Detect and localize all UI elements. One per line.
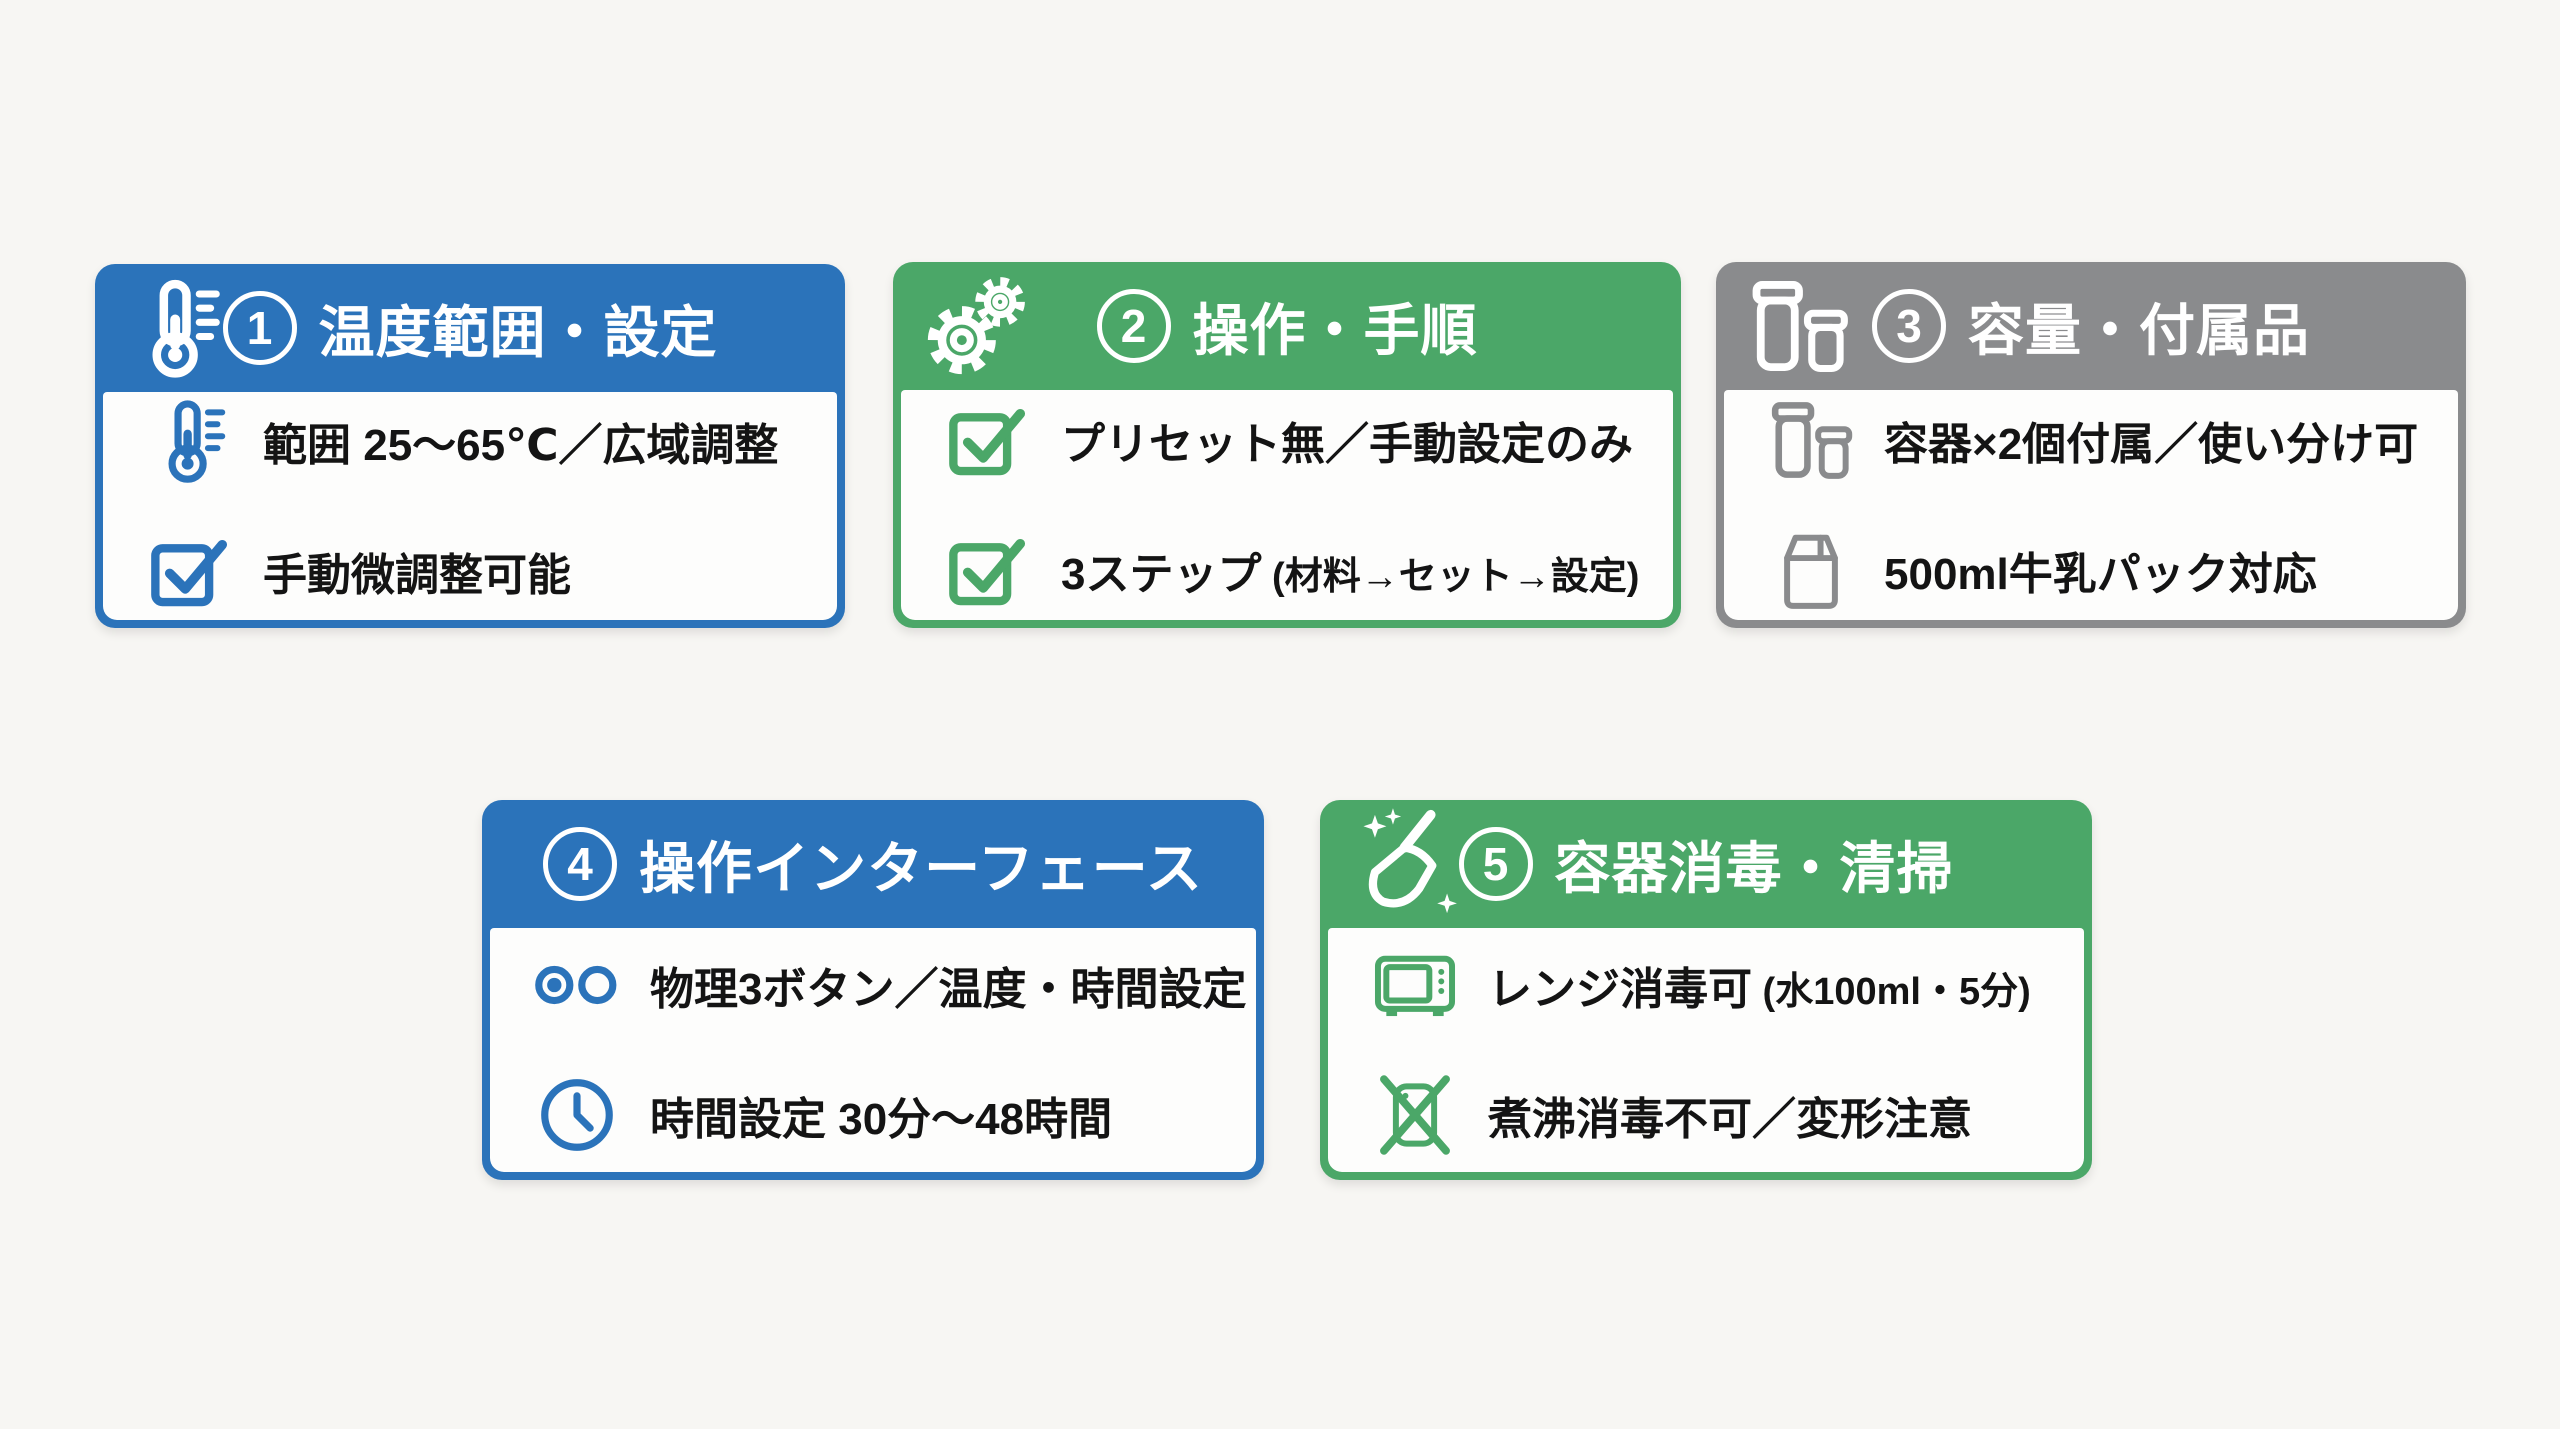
milk-carton-icon — [1768, 527, 1854, 613]
card-sanitize-clean: 5 容器消毒・清掃 レンジ消毒可 (水100ml・5分) — [1320, 800, 2092, 1180]
card-body: レンジ消毒可 (水100ml・5分) 煮沸消毒不可／変形注意 — [1328, 928, 2084, 1172]
thermometer-icon — [147, 398, 233, 484]
card-header: 2 操作・手順 — [893, 262, 1681, 390]
card-title: 温度範囲・設定 — [318, 300, 718, 364]
no-boil-icon — [1372, 1072, 1458, 1158]
feature-row: プリセット無／手動設定のみ — [945, 397, 1673, 483]
feature-text: 範囲 25〜65℃／広域調整 — [263, 421, 779, 470]
feature-text: 3ステップ (材料→セット→設定) — [1061, 550, 1640, 599]
checkbox-icon — [945, 397, 1031, 483]
card-body: プリセット無／手動設定のみ 3ステップ (材料→セット→設定) — [901, 390, 1673, 620]
clock-icon — [534, 1072, 620, 1158]
card-title: 容器消毒・清掃 — [1554, 836, 1954, 900]
feature-text: 時間設定 30分〜48時間 — [650, 1095, 1113, 1144]
number-badge: 4 — [543, 827, 618, 901]
feature-text: 容器×2個付属／使い分け可 — [1884, 420, 2419, 469]
feature-row: 時間設定 30分〜48時間 — [534, 1072, 1256, 1158]
number-badge: 1 — [222, 291, 297, 365]
feature-row: 500ml牛乳パック対応 — [1768, 527, 2458, 613]
feature-row: 範囲 25〜65℃／広域調整 — [147, 398, 837, 484]
feature-text: 物理3ボタン／温度・時間設定 — [650, 965, 1247, 1014]
feature-row: 3ステップ (材料→セット→設定) — [945, 527, 1673, 613]
number-badge: 5 — [1458, 827, 1533, 901]
gears-icon — [925, 275, 1027, 377]
cleaning-brush-icon — [1352, 805, 1470, 923]
feature-text: 500ml牛乳パック対応 — [1884, 550, 2317, 599]
checkbox-icon — [945, 527, 1031, 613]
feature-row: 煮沸消毒不可／変形注意 — [1372, 1072, 2084, 1158]
feature-text: プリセット無／手動設定のみ — [1061, 420, 1633, 469]
card-operation-steps: 2 操作・手順 プリセット無／手動設定のみ — [893, 262, 1681, 628]
checkbox-icon — [147, 528, 233, 614]
radio-buttons-icon — [534, 942, 620, 1028]
card-body: 容器×2個付属／使い分け可 500ml牛乳パック対応 — [1724, 390, 2458, 620]
card-header: 5 容器消毒・清掃 — [1320, 800, 2092, 928]
microwave-icon — [1372, 942, 1458, 1028]
containers-icon — [1748, 275, 1850, 377]
card-title: 操作インターフェース — [639, 836, 1203, 900]
feature-row: 手動微調整可能 — [147, 528, 837, 614]
containers-icon — [1768, 397, 1854, 483]
card-temperature-range: 1 温度範囲・設定 範囲 25〜65℃／広域調整 — [95, 264, 845, 628]
card-header: 4 操作インターフェース — [482, 800, 1264, 928]
card-title: 容量・付属品 — [1968, 298, 2310, 362]
thermometer-icon — [127, 277, 229, 379]
card-header: 1 温度範囲・設定 — [95, 264, 845, 392]
feature-row: 物理3ボタン／温度・時間設定 — [534, 942, 1256, 1028]
feature-row: 容器×2個付属／使い分け可 — [1768, 397, 2458, 483]
feature-row: レンジ消毒可 (水100ml・5分) — [1372, 942, 2084, 1028]
number-badge: 3 — [1872, 289, 1946, 363]
card-header: 3 容量・付属品 — [1716, 262, 2466, 390]
card-interface: 4 操作インターフェース 物理3ボタン／温度・時間設定 — [482, 800, 1264, 1180]
number-badge: 2 — [1096, 289, 1171, 363]
card-title: 操作・手順 — [1192, 298, 1478, 362]
card-body: 物理3ボタン／温度・時間設定 時間設定 30分〜48時間 — [490, 928, 1256, 1172]
feature-text: 煮沸消毒不可／変形注意 — [1488, 1095, 1972, 1144]
card-body: 範囲 25〜65℃／広域調整 手動微調整可能 — [103, 392, 837, 620]
card-capacity-accessories: 3 容量・付属品 容器×2個付属／使い分け可 — [1716, 262, 2466, 628]
feature-text: 手動微調整可能 — [263, 551, 571, 600]
feature-text: レンジ消毒可 (水100ml・5分) — [1488, 965, 2031, 1014]
